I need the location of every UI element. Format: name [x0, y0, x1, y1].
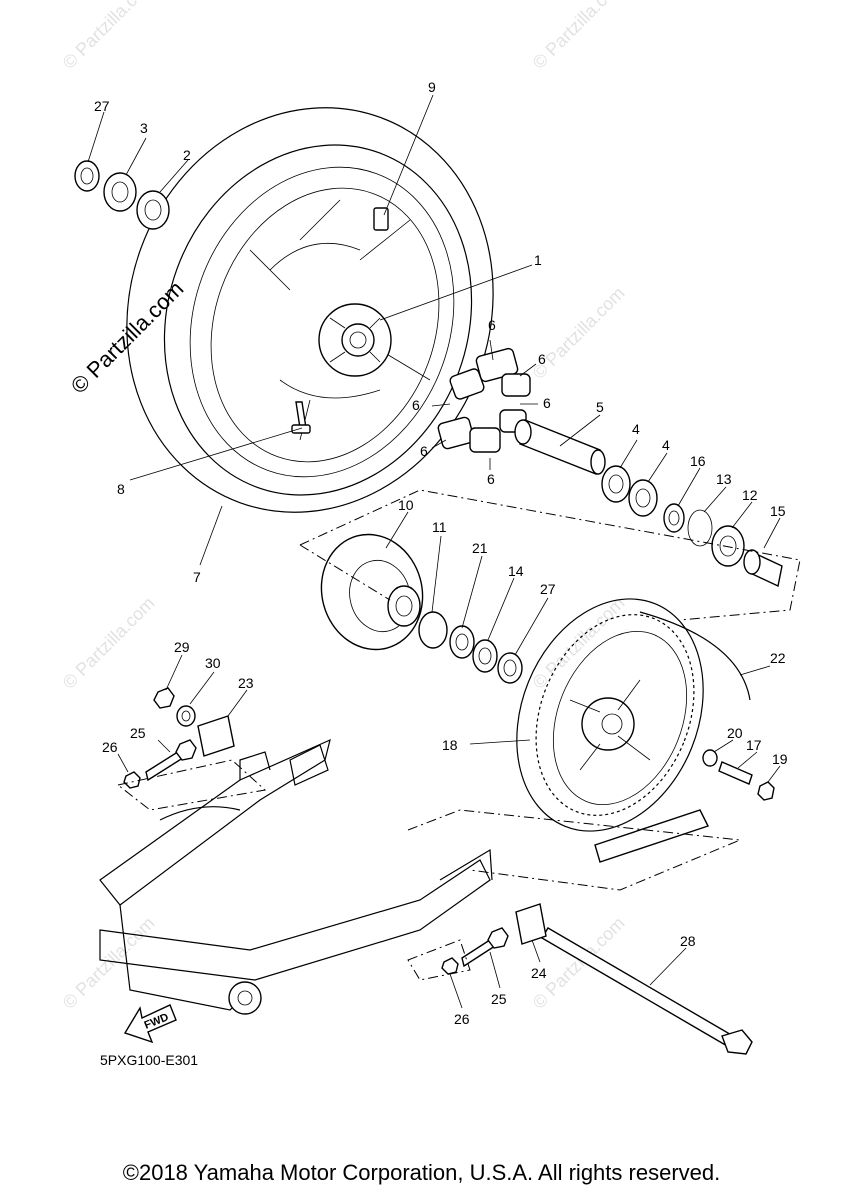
callout-25: 25	[491, 991, 507, 1007]
damper-rubbers	[437, 347, 531, 453]
rear-wheel	[126, 107, 494, 513]
leader-lines	[87, 94, 781, 1009]
copyright-notice: ©2018 Yamaha Motor Corporation, U.S.A. A…	[122, 1160, 721, 1185]
callout-6: 6	[412, 397, 420, 413]
watermark-text: © Partzilla.com	[59, 913, 159, 1013]
rear-pulley	[516, 598, 751, 863]
callout-22: 22	[770, 650, 786, 666]
right-bearings	[601, 465, 783, 588]
callout-26: 26	[102, 739, 118, 755]
callout-18: 18	[442, 737, 458, 753]
watermark-layer: © Partzilla.com © Partzilla.com © Partzi…	[59, 0, 629, 1013]
swingarm	[99, 738, 493, 1015]
callout-23: 23	[238, 675, 254, 691]
callout-3: 3	[140, 120, 148, 136]
callout-27: 27	[94, 98, 110, 114]
axle-and-adjusters	[123, 687, 753, 1055]
callout-26: 26	[454, 1011, 470, 1027]
watermark-text: © Partzilla.com	[59, 0, 159, 73]
callout-6: 6	[538, 351, 546, 367]
callout-14: 14	[508, 563, 524, 579]
callout-8: 8	[117, 481, 125, 497]
drive-belt	[594, 809, 709, 863]
callout-2: 2	[183, 147, 191, 163]
pulley-bolts	[702, 749, 775, 801]
valve-stem	[295, 401, 307, 429]
diagram-code: 5PXG100-E301	[100, 1052, 198, 1068]
callout-6: 6	[488, 317, 496, 333]
axle-collar	[514, 419, 606, 475]
callout-20: 20	[727, 725, 743, 741]
callout-19: 19	[772, 751, 788, 767]
callout-6: 6	[543, 395, 551, 411]
callout-9: 9	[428, 79, 436, 95]
callout-27: 27	[540, 581, 556, 597]
left-bearings	[74, 160, 170, 230]
callout-17: 17	[746, 737, 762, 753]
callout-1: 1	[534, 252, 542, 268]
callout-13: 13	[716, 471, 732, 487]
watermark-text: © Partzilla.com	[529, 0, 629, 73]
watermark-text: © Partzilla.com	[529, 593, 629, 693]
callout-6: 6	[487, 471, 495, 487]
watermark-text: © Partzilla.com	[529, 283, 629, 383]
fwd-arrow: FWD	[123, 1004, 177, 1044]
callout-28: 28	[680, 933, 696, 949]
callout-7: 7	[193, 569, 201, 585]
exploded-parts-diagram: © Partzilla.com © Partzilla.com © Partzi…	[59, 0, 801, 1068]
callout-4: 4	[632, 421, 640, 437]
assembly-guides	[116, 489, 801, 981]
callout-24: 24	[531, 965, 547, 981]
hub-bore	[341, 323, 375, 357]
callout-10: 10	[398, 497, 414, 513]
callout-25: 25	[130, 725, 146, 741]
callout-12: 12	[742, 487, 758, 503]
callout-5: 5	[596, 399, 604, 415]
callout-6: 6	[420, 443, 428, 459]
callout-4: 4	[662, 437, 670, 453]
callout-21: 21	[472, 540, 488, 556]
callout-16: 16	[690, 453, 706, 469]
callout-15: 15	[770, 503, 786, 519]
callout-11: 11	[432, 519, 447, 535]
watermark-text: © Partzilla.com	[59, 593, 159, 693]
callout-30: 30	[205, 655, 221, 671]
callout-29: 29	[174, 639, 190, 655]
pulley-hub	[320, 533, 523, 684]
callout-labels: 1 2 3 4 4 5 6 6 6 6 6 6 7 8 9 10 11 12 1…	[94, 79, 788, 1027]
